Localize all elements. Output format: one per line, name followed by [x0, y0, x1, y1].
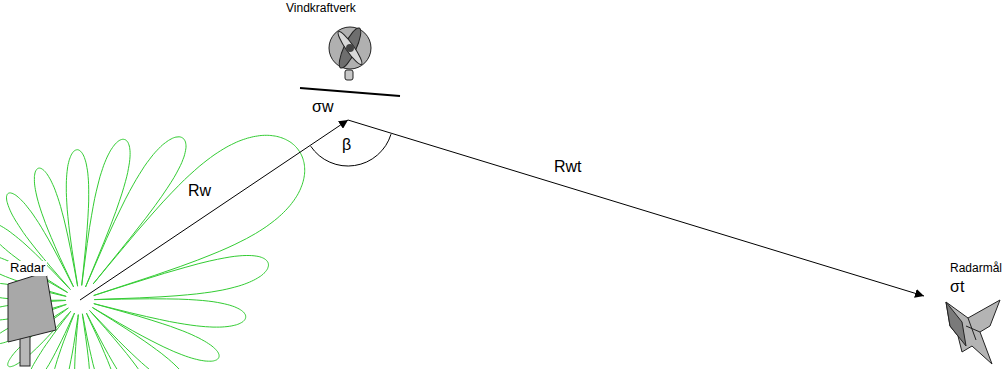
turbine-base [345, 70, 353, 80]
symbol-label: σt [948, 278, 966, 296]
range-line [80, 120, 348, 300]
range-line [348, 120, 924, 296]
angle-arc [311, 134, 391, 166]
target-node: Radarmål σt [924, 262, 1002, 366]
node-label: Radarmål [950, 262, 1002, 276]
turbine-blade [335, 26, 364, 71]
radar-post [20, 336, 30, 366]
node-label: Vindkraftverk [286, 2, 356, 16]
turbine-hub [346, 44, 354, 52]
node-label: Radar [8, 261, 47, 276]
aircraft [946, 300, 1000, 364]
range-label: Rwt [552, 158, 584, 176]
angle-label: β [342, 136, 351, 154]
range-label: Rw [186, 182, 213, 200]
turbine-node: Vindkraftverkσw [294, 2, 406, 120]
turbine-rotor [329, 27, 371, 69]
radar-antenna [8, 272, 56, 342]
antenna-lobes [0, 135, 305, 369]
radar-node: Radar [4, 258, 80, 366]
symbol-label: σw [310, 98, 335, 116]
turbine-ground [300, 88, 400, 96]
turbine-blade [335, 29, 364, 66]
